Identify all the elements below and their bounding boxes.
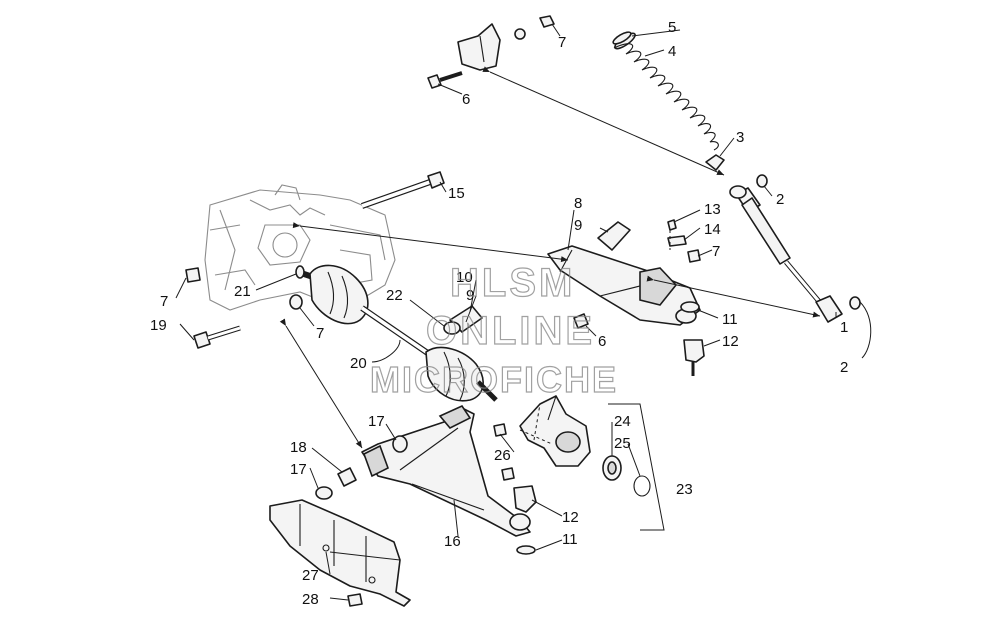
callout-27: 27: [302, 567, 319, 584]
callout-19: 19: [150, 317, 167, 334]
callout-9-lower: 9: [466, 287, 474, 304]
assembly-arrows: [279, 66, 821, 449]
bracket-nut-7: [539, 15, 555, 28]
callout-16: 16: [444, 533, 461, 550]
spring-retainer-5: [612, 31, 632, 45]
bolt-26-upper: [493, 423, 507, 437]
bracket-bolt-6: [427, 71, 463, 89]
leader-lines: [175, 23, 872, 601]
ball-joint-12-upper: [683, 339, 705, 376]
callout-6: 6: [462, 91, 470, 108]
snap-ring-11-lower: [516, 545, 536, 555]
callout-7-frame-left: 7: [160, 293, 168, 310]
callout-18: 18: [290, 439, 307, 456]
shock-absorber: [729, 185, 843, 323]
callout-1: 1: [840, 319, 848, 336]
bolt-6-upper-arm: [573, 313, 589, 329]
bolt-19: [193, 325, 241, 349]
bushing-17-lower: [337, 467, 357, 487]
callout-5: 5: [668, 19, 676, 36]
upper-arm-bushing-9: [597, 221, 631, 251]
watermark-line-1: HLSM: [450, 261, 575, 305]
group-bracket-23: [608, 403, 665, 531]
callout-3: 3: [736, 129, 744, 146]
callout-6-upper-arm: 6: [598, 333, 606, 350]
ball-joint-12-lower: [513, 485, 537, 513]
callout-7-frame-right: 7: [316, 325, 324, 342]
shock-bushing-2-lower: [849, 296, 861, 310]
callout-labels: 7 5 4 3 2 6 15 8 9 13 14 7 10 9 11 12 1 …: [150, 19, 848, 608]
callout-8: 8: [574, 195, 582, 212]
callout-20: 20: [350, 355, 367, 372]
long-bolt-15: [361, 171, 445, 209]
callout-7-upper-arm: 7: [712, 243, 720, 260]
callout-17: 17: [368, 413, 385, 430]
callout-9: 9: [574, 217, 582, 234]
callout-7: 7: [558, 34, 566, 51]
callout-10: 10: [456, 269, 473, 286]
snap-ring-25: [633, 475, 651, 497]
callout-25: 25: [614, 435, 631, 452]
callout-13: 13: [704, 201, 721, 218]
callout-11-lower: 11: [562, 531, 578, 548]
callout-2: 2: [776, 191, 784, 208]
coil-spring-4: [613, 32, 719, 151]
upper-bracket: [457, 23, 526, 71]
steering-knuckle: [519, 395, 591, 467]
clip-14: [667, 235, 687, 247]
callout-23: 23: [676, 481, 693, 498]
snap-ring-11-upper: [680, 301, 700, 313]
drive-axle-20: [297, 264, 498, 402]
callout-17-lower: 17: [290, 461, 307, 478]
washer-18: [315, 486, 333, 500]
grease-fitting-13: [667, 219, 677, 231]
watermark-line-3: MICROFICHE: [370, 359, 618, 400]
callout-24: 24: [614, 413, 631, 430]
callout-12: 12: [722, 333, 739, 350]
callout-2-lower: 2: [840, 359, 848, 376]
watermark-line-2: ONLINE: [426, 309, 595, 353]
bearing-24: [602, 455, 622, 481]
callout-22: 22: [386, 287, 403, 304]
callout-11: 11: [722, 311, 738, 328]
axle-boot-22: [443, 321, 461, 335]
callout-14: 14: [704, 221, 721, 238]
callout-28: 28: [302, 591, 319, 608]
callout-21: 21: [234, 283, 251, 300]
callout-26: 26: [494, 447, 511, 464]
callout-4: 4: [668, 43, 676, 60]
callout-15: 15: [448, 185, 465, 202]
nut-7-frame-right: [289, 294, 303, 310]
axle-clip-21: [295, 265, 305, 279]
screw-28: [347, 593, 363, 607]
watermark: HLSM ONLINE MICROFICHE: [369, 260, 618, 400]
bushing-17-upper: [392, 435, 408, 453]
nut-7-upper-arm: [687, 249, 701, 263]
shock-bushing-2-upper: [756, 174, 768, 188]
callout-12-lower: 12: [562, 509, 579, 526]
bolt-26-lower: [501, 467, 515, 481]
nut-7-frame-left: [185, 267, 201, 283]
